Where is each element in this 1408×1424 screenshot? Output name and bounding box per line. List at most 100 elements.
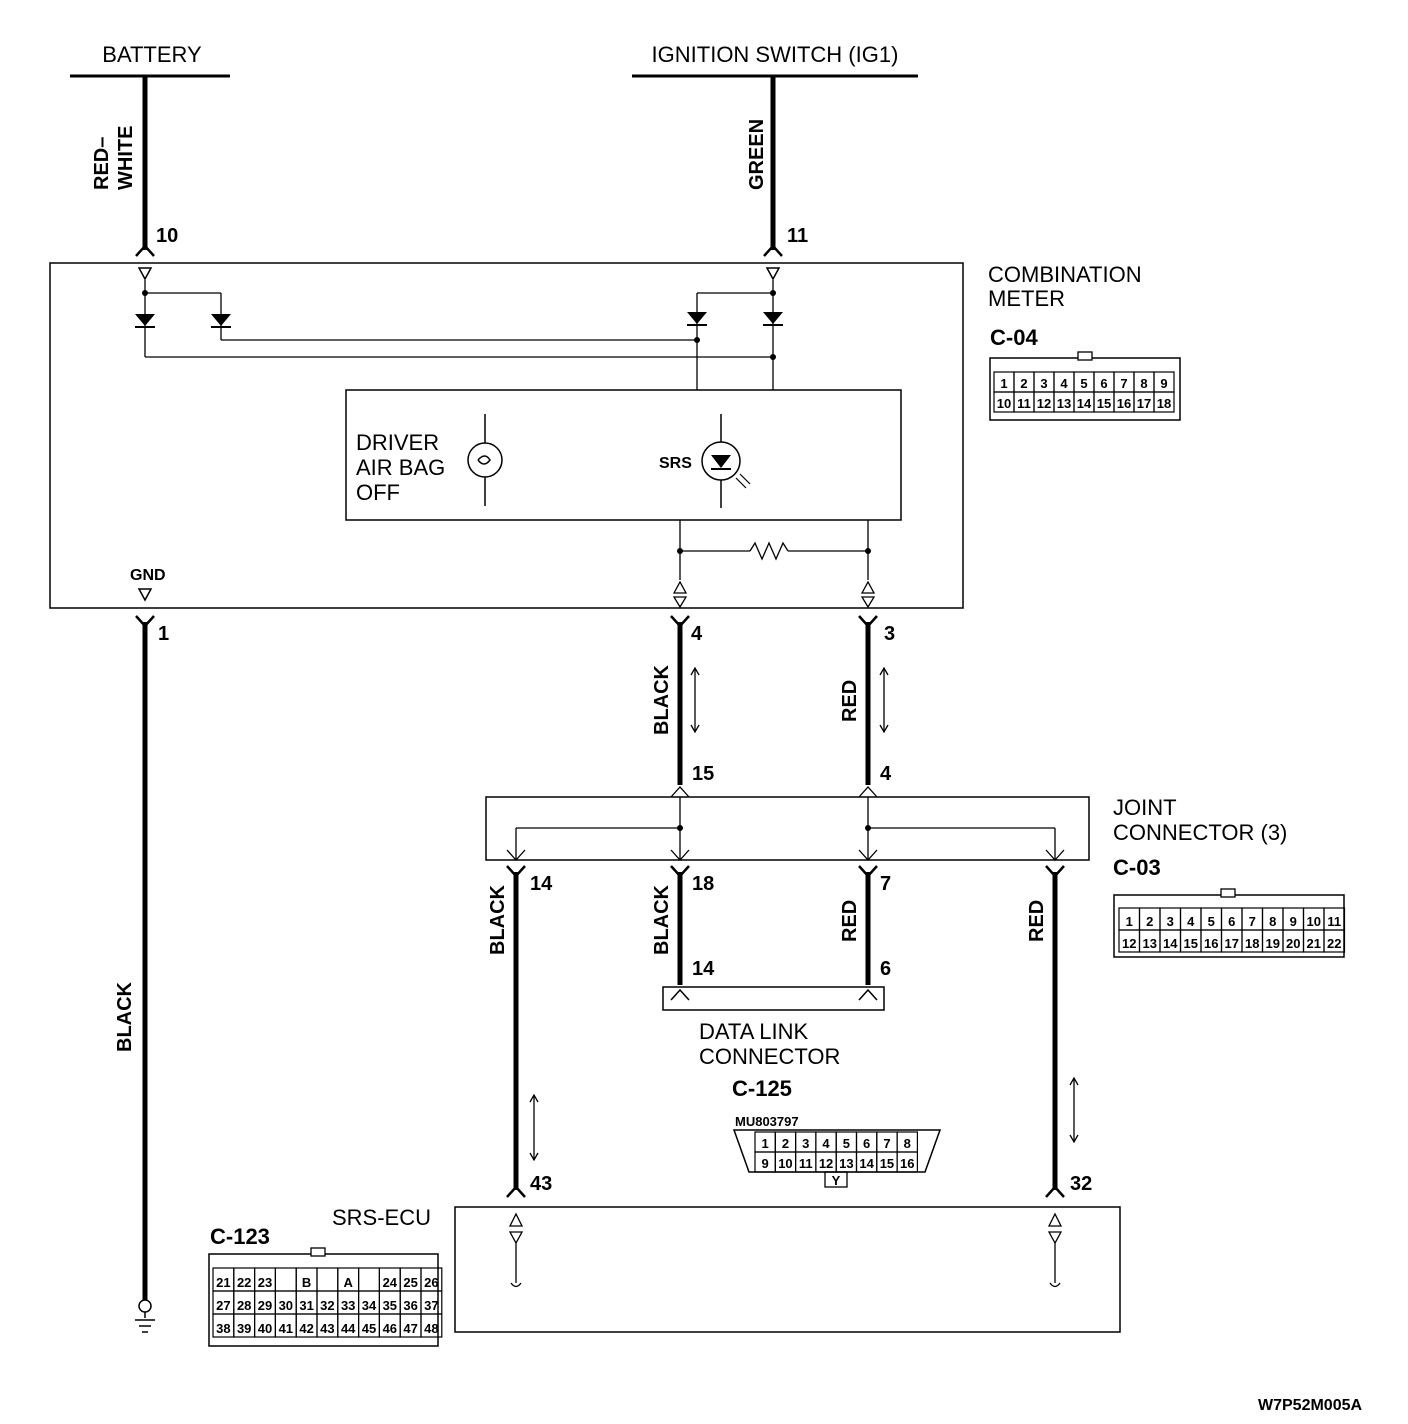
connector-cell <box>358 1267 381 1292</box>
connector-pin-number: 45 <box>362 1321 376 1336</box>
pin-3: 3 <box>884 623 895 645</box>
connector-pin-number: 16 <box>900 1156 914 1171</box>
pin-7: 7 <box>880 873 891 895</box>
connector-pin-number: 4 <box>1187 914 1195 929</box>
ground-icon <box>135 1299 155 1333</box>
connector-pin-number: 5 <box>843 1136 850 1151</box>
signal-direction-arrows <box>690 666 889 734</box>
meter-junction-dots <box>142 290 776 360</box>
output-wiring <box>679 520 869 580</box>
jc18-wire-color: BLACK <box>651 884 673 955</box>
connector-pin-number: 1 <box>762 1136 769 1151</box>
pin-18: 18 <box>692 873 714 895</box>
data-link-connector-box <box>662 986 885 1011</box>
connector-key <box>310 1247 326 1257</box>
connector-pin-number: 10 <box>997 396 1011 411</box>
joint-connector-name-1: JOINT <box>1113 795 1177 820</box>
dlc-terminal-icon <box>670 988 690 1001</box>
connector-pin-number: 30 <box>279 1298 293 1313</box>
connector-pin-number: B <box>302 1275 311 1290</box>
connector-pin-number: 21 <box>1307 936 1321 951</box>
connector-pin-number: 44 <box>341 1321 356 1336</box>
connector-cell <box>316 1267 339 1292</box>
connector-cell <box>274 1267 297 1292</box>
ecu-terminal-icons <box>508 1212 1063 1288</box>
connector-pin-number: 39 <box>237 1321 251 1336</box>
connector-pin-number: 24 <box>383 1275 398 1290</box>
gnd-terminal-icon <box>137 588 153 602</box>
connector-pin-number: 15 <box>1097 396 1111 411</box>
diode-2-icon <box>211 314 231 328</box>
battery-label: BATTERY <box>102 42 202 67</box>
connector-pin-number: 38 <box>216 1321 230 1336</box>
srs-led-icon <box>701 414 751 508</box>
connector-pin-number: 25 <box>403 1275 417 1290</box>
driver-airbag-label-3: OFF <box>356 480 400 505</box>
connector-pin-number: 48 <box>424 1321 438 1336</box>
connector-pin-number: 8 <box>904 1136 911 1151</box>
gnd-wire-color: BLACK <box>114 981 136 1052</box>
gnd-label: GND <box>130 567 166 584</box>
pin-32-connector-symbol <box>1045 1185 1065 1198</box>
connector-pin-number: 47 <box>403 1321 417 1336</box>
connector-pin-number: 11 <box>1017 396 1031 411</box>
connector-pin-number: 13 <box>1057 396 1071 411</box>
ignition-connector-symbol <box>763 244 783 257</box>
ignition-label: IGNITION SWITCH (IG1) <box>652 42 899 67</box>
connector-pin-number: 12 <box>819 1156 833 1171</box>
ignition-terminal-icon <box>765 267 781 281</box>
part-number: MU803797 <box>735 1114 799 1129</box>
driver-airbag-label-1: DRIVER <box>356 430 439 455</box>
junction-dot <box>677 825 683 831</box>
connector-pin-number: 29 <box>258 1298 272 1313</box>
connector-cell <box>1153 391 1175 413</box>
connector-pin-number: 12 <box>1122 936 1136 951</box>
connector-pin-number: 40 <box>258 1321 272 1336</box>
connector-pin-number: 36 <box>403 1298 417 1313</box>
srs-label: SRS <box>659 455 692 472</box>
indicator-box <box>345 389 902 521</box>
connector-pin-number: 9 <box>762 1156 769 1171</box>
dlc-outline <box>732 1129 942 1173</box>
ignition-wire-color: GREEN <box>746 119 768 190</box>
signal-direction-arrows <box>529 1076 1079 1162</box>
connector-pin-number: 6 <box>1228 914 1235 929</box>
connector-pin-number: 18 <box>1245 936 1259 951</box>
connector-pin-number: 6 <box>1100 376 1107 391</box>
connector-pin-number: 7 <box>883 1136 890 1151</box>
pin-dlc-14: 14 <box>692 958 715 980</box>
connector-pin-number: 5 <box>1080 376 1087 391</box>
junction-dot <box>865 548 871 554</box>
connector-key <box>1077 351 1093 361</box>
joint-connector-internal-wiring <box>506 786 1065 861</box>
pin-15: 15 <box>692 763 714 785</box>
connector-pin-number: 37 <box>424 1298 438 1313</box>
pin-43-connector-symbol <box>506 1185 526 1198</box>
junction-dot <box>865 825 871 831</box>
connector-pin-number: 22 <box>237 1275 251 1290</box>
connector-pin-number: 43 <box>320 1321 334 1336</box>
connector-pin-number: 23 <box>258 1275 272 1290</box>
diode-4-icon <box>763 312 783 326</box>
diode-3-icon <box>687 312 707 326</box>
connector-pin-number: 22 <box>1327 936 1341 951</box>
connector-pin-number: 42 <box>299 1321 313 1336</box>
connector-pin-number: 13 <box>1143 936 1157 951</box>
connector-pin-number: 1 <box>1000 376 1007 391</box>
meter-pin4-wire-color: BLACK <box>651 664 673 735</box>
pin-10: 10 <box>156 225 178 247</box>
connector-c-125-label: C-125 <box>732 1076 792 1101</box>
srs-ecu-label: SRS-ECU <box>332 1205 431 1230</box>
connector-pin-number: 16 <box>1117 396 1131 411</box>
connector-pin-number: 14 <box>1077 396 1092 411</box>
connector-pin-number: 7 <box>1249 914 1256 929</box>
joint-connector-name-2: CONNECTOR (3) <box>1113 820 1287 845</box>
connector-key <box>1220 888 1236 898</box>
connector-pin-number: 14 <box>1163 936 1178 951</box>
data-link-name-2: CONNECTOR <box>699 1044 840 1069</box>
jc-right-wire-color: RED <box>1026 900 1048 942</box>
connector-pin-number: 32 <box>320 1298 334 1313</box>
